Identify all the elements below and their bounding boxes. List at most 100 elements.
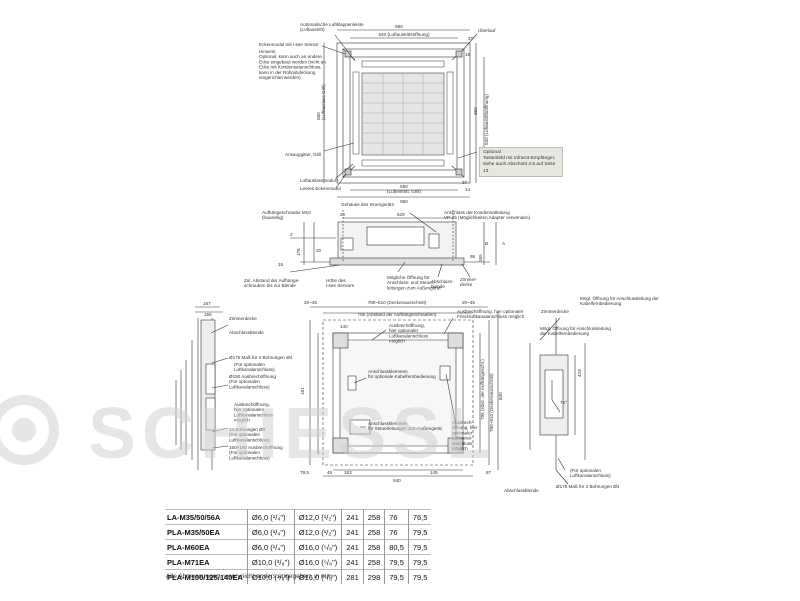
table-cell: Ø16,0 (⁵/₈") — [293, 554, 342, 570]
dim-79-5: 79,5 — [300, 470, 309, 475]
dim-176: 176 — [296, 248, 301, 256]
dim-95: 95 — [470, 254, 476, 259]
dim-840: 840 — [393, 478, 401, 483]
dim-429: 429 — [577, 369, 582, 377]
table-cell: LA-M35/50/56A — [167, 512, 221, 522]
dim-153: 153 — [344, 470, 352, 475]
dim-2: 2 — [290, 232, 293, 237]
side-view — [289, 210, 497, 278]
table-cell: PLA-M60EA — [167, 542, 210, 552]
table-cell: Ø16,0 (⁵/₈") — [293, 539, 342, 555]
optional-remote-note: Optional Tastenfeld mit Infrarot-Empfäng… — [479, 147, 563, 177]
label-ansauggitter: Ansauggitter, Grill — [285, 152, 321, 157]
dim-780-810: 780~810 (Deckenausschnitt) — [368, 300, 427, 305]
label-bohrung-left: Ø175 Maß für 4 Bohrungen Ø4 — [229, 355, 293, 360]
label-leeres-eckenmodul: Leeres Eckenmodul — [300, 186, 341, 191]
table-cell: 79,5 — [407, 569, 432, 584]
dim-20-45-right: 20~45 — [462, 300, 475, 305]
label-corner-module: Eckenmodul mit i-see Sensor — [259, 42, 319, 47]
table-cell: Ø12,0 (¹/₂") — [293, 509, 342, 525]
table-cell: Ø10,0 (³/₈") — [246, 554, 295, 570]
table-cell: Ø6,0 (¹/₄") — [246, 539, 295, 555]
label-abschlussblende-left: Abschlussblende — [229, 330, 264, 335]
table-cell: 79,5 — [407, 524, 432, 540]
unit-body-bottom — [332, 332, 464, 454]
dim-530: 530 (Luftaustrittsöffnung) — [379, 32, 430, 37]
table-cell: 76,5 — [407, 509, 432, 525]
dim-580-side: 580(Luftauslass Grill) — [316, 84, 326, 120]
table-cell: 79,5 — [407, 539, 432, 555]
dim-181: 181 — [300, 387, 305, 395]
dim-580-bottom: 580(Lufteintritt, Grill) — [387, 184, 421, 194]
table-cell: 298 — [362, 569, 385, 584]
table-cell: 80,5 — [384, 539, 409, 555]
table-cell: 241 — [341, 539, 364, 555]
dim-950-bottom: 950 — [400, 199, 408, 204]
dim-165: 165 — [478, 254, 483, 262]
table-cell: 241 — [341, 524, 364, 540]
table-cell: Ø6,0 (¹/₄") — [246, 524, 295, 540]
top-view-panel — [342, 48, 465, 178]
label-bohrung-right: Ø175 Maß für 4 Bohrungen Ø4 — [556, 484, 620, 489]
table-cell: 76 — [384, 509, 409, 525]
label-zimmerdecke-right: Zimmerdecke — [541, 309, 569, 314]
right-section-view — [529, 317, 586, 485]
table-cell: 258 — [362, 509, 385, 525]
table-cell: 79,5 — [407, 554, 432, 570]
dim-780-vertical: 780~810 (Deckenausschnitt) — [489, 373, 494, 432]
label-abschlussblende: Abschluss-blende — [431, 279, 454, 289]
label-abschluss-right: Abschlussblende — [504, 488, 539, 493]
dim-795-vertical: 795 (Abst. der Aufhängeschr.) — [480, 359, 485, 420]
dim-155: 155 — [204, 312, 212, 317]
dim-45: 45 — [327, 470, 333, 475]
spec-note: Alle Abmessungen, wenn nicht anders ange… — [166, 573, 334, 580]
dim-75-degrees: 75° — [560, 400, 567, 405]
table-cell: Ø6,0 (¹/₄") — [246, 509, 295, 525]
table-cell: 241 — [341, 509, 364, 525]
table-cell: 258 — [362, 554, 385, 570]
label-luftauslass: Luftauslassmodul ¹ — [300, 178, 339, 183]
dim-14: 14 — [465, 187, 471, 192]
dim-15-side: 15 — [278, 262, 284, 267]
table-cell: 258 — [362, 524, 385, 540]
dim-950-top: 950 — [395, 24, 403, 29]
dim-20-side: 20 — [340, 212, 346, 217]
optional-line-2: Tastenfeld mit Infrarot-Empfänger, — [483, 156, 556, 162]
dim-87: 87 — [486, 470, 492, 475]
dim-A: A — [502, 241, 506, 246]
top-view-outer-frame — [336, 42, 471, 184]
dim-529: 529 — [397, 212, 405, 217]
table-cell: 258 — [362, 539, 385, 555]
table-cell: Ø12,0 (¹/₂") — [293, 524, 342, 540]
dim-37-b: 37 — [462, 180, 468, 185]
table-cell: 76 — [384, 524, 409, 540]
dim-145: 145 — [430, 470, 438, 475]
dim-950-side: 950 — [473, 107, 478, 115]
table-cell: PLA-M71EA — [167, 557, 210, 567]
table-cell: 79,5 — [384, 569, 409, 584]
label-zimmerdecke-left: Zimmerdecke — [229, 316, 257, 321]
top-view-inner-panel — [349, 56, 458, 171]
label-auto-grille: Automatische Luftklappenleiste(Luftaustr… — [300, 22, 364, 32]
label-aufhaengeschraube: Aufhängeschraube M10(bauseitig) — [262, 210, 311, 220]
table-cell: Ø16,0 (⁵/₈") — [293, 569, 342, 584]
table-cell: PLA-M100/125/140EA — [167, 572, 243, 582]
label-ueberlauf: Überlauf — [478, 27, 496, 33]
optional-line-3: siehe auch Abschnitt 4.5 auf Seite 13 — [483, 162, 556, 174]
